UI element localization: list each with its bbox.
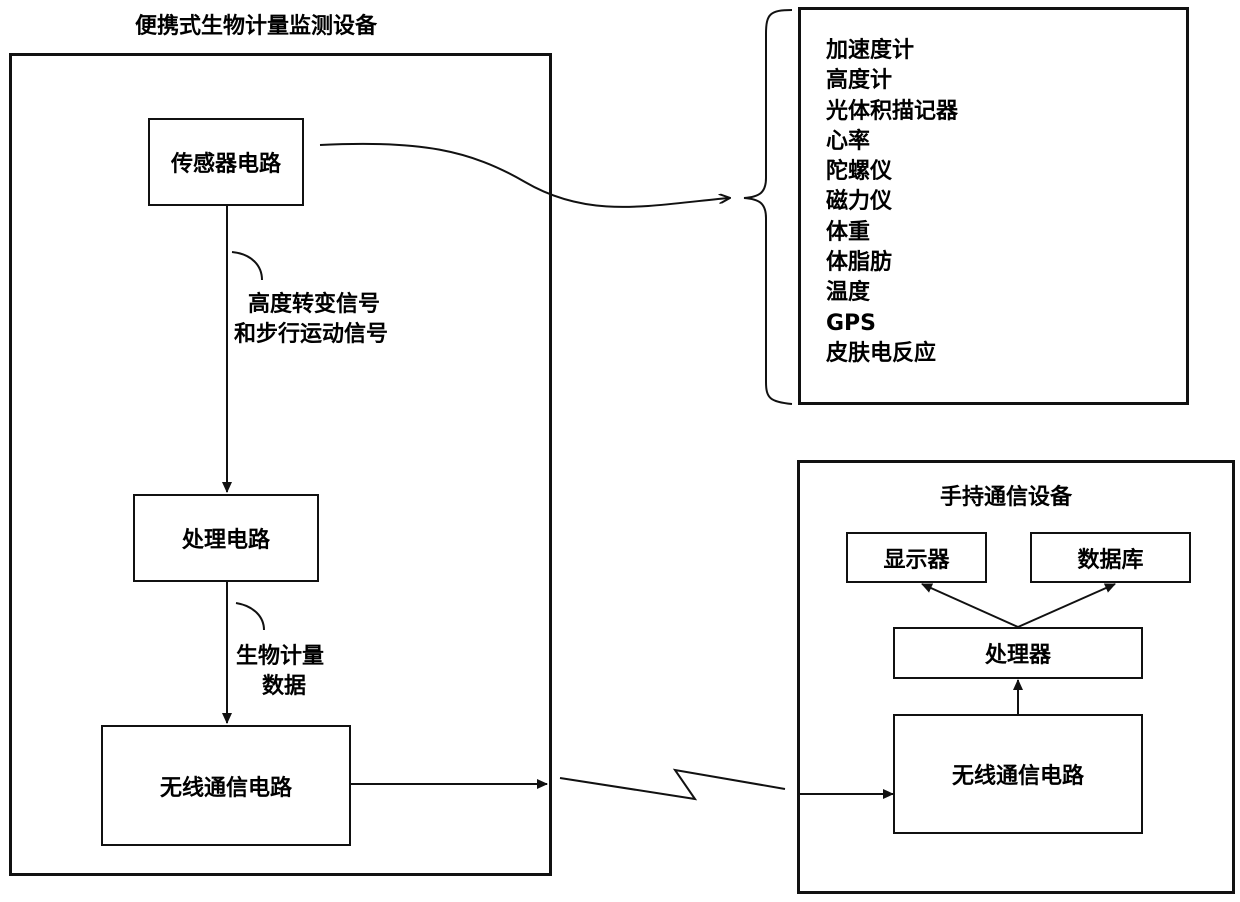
- processing-circuit-box: 处理电路: [133, 494, 319, 582]
- signal-label-line1: 高度转变信号: [248, 286, 380, 318]
- sensor-item: 陀螺仪: [826, 157, 958, 187]
- database-box: 数据库: [1030, 532, 1191, 583]
- handheld-wireless-label: 无线通信电路: [952, 758, 1084, 790]
- sensor-item: 体重: [826, 218, 958, 248]
- sensor-item: 温度: [826, 278, 958, 308]
- data-label-line2: 数据: [262, 668, 306, 700]
- sensor-item: GPS: [826, 309, 958, 339]
- processing-circuit-label: 处理电路: [182, 522, 270, 554]
- handheld-wireless-box: 无线通信电路: [893, 714, 1143, 834]
- wireless-circuit-label: 无线通信电路: [160, 770, 292, 802]
- sensor-circuit-label: 传感器电路: [171, 146, 281, 178]
- database-label: 数据库: [1077, 542, 1143, 574]
- sensor-item: 光体积描记器: [826, 97, 958, 127]
- display-box: 显示器: [846, 532, 987, 583]
- sensor-circuit-box: 传感器电路: [148, 118, 304, 206]
- sensor-item: 心率: [826, 127, 958, 157]
- processor-box: 处理器: [893, 627, 1143, 679]
- wireless-circuit-box: 无线通信电路: [101, 725, 351, 846]
- sensor-item: 加速度计: [826, 36, 958, 66]
- sensor-item: 磁力仪: [826, 187, 958, 217]
- wireless-link-bolt: [560, 770, 785, 799]
- signal-label-line2: 和步行运动信号: [234, 316, 388, 348]
- data-label-line1: 生物计量: [236, 638, 324, 670]
- display-label: 显示器: [883, 542, 949, 574]
- sensor-item: 皮肤电反应: [826, 339, 958, 369]
- sensor-list-brace: [744, 10, 792, 404]
- device-title: 便携式生物计量监测设备: [135, 8, 377, 40]
- handheld-title: 手持通信设备: [940, 479, 1072, 511]
- processor-label: 处理器: [985, 637, 1051, 669]
- sensor-item: 体脂肪: [826, 248, 958, 278]
- sensor-list: 加速度计 高度计 光体积描记器 心率 陀螺仪 磁力仪 体重 体脂肪 温度 GPS…: [826, 36, 958, 369]
- sensor-item: 高度计: [826, 66, 958, 96]
